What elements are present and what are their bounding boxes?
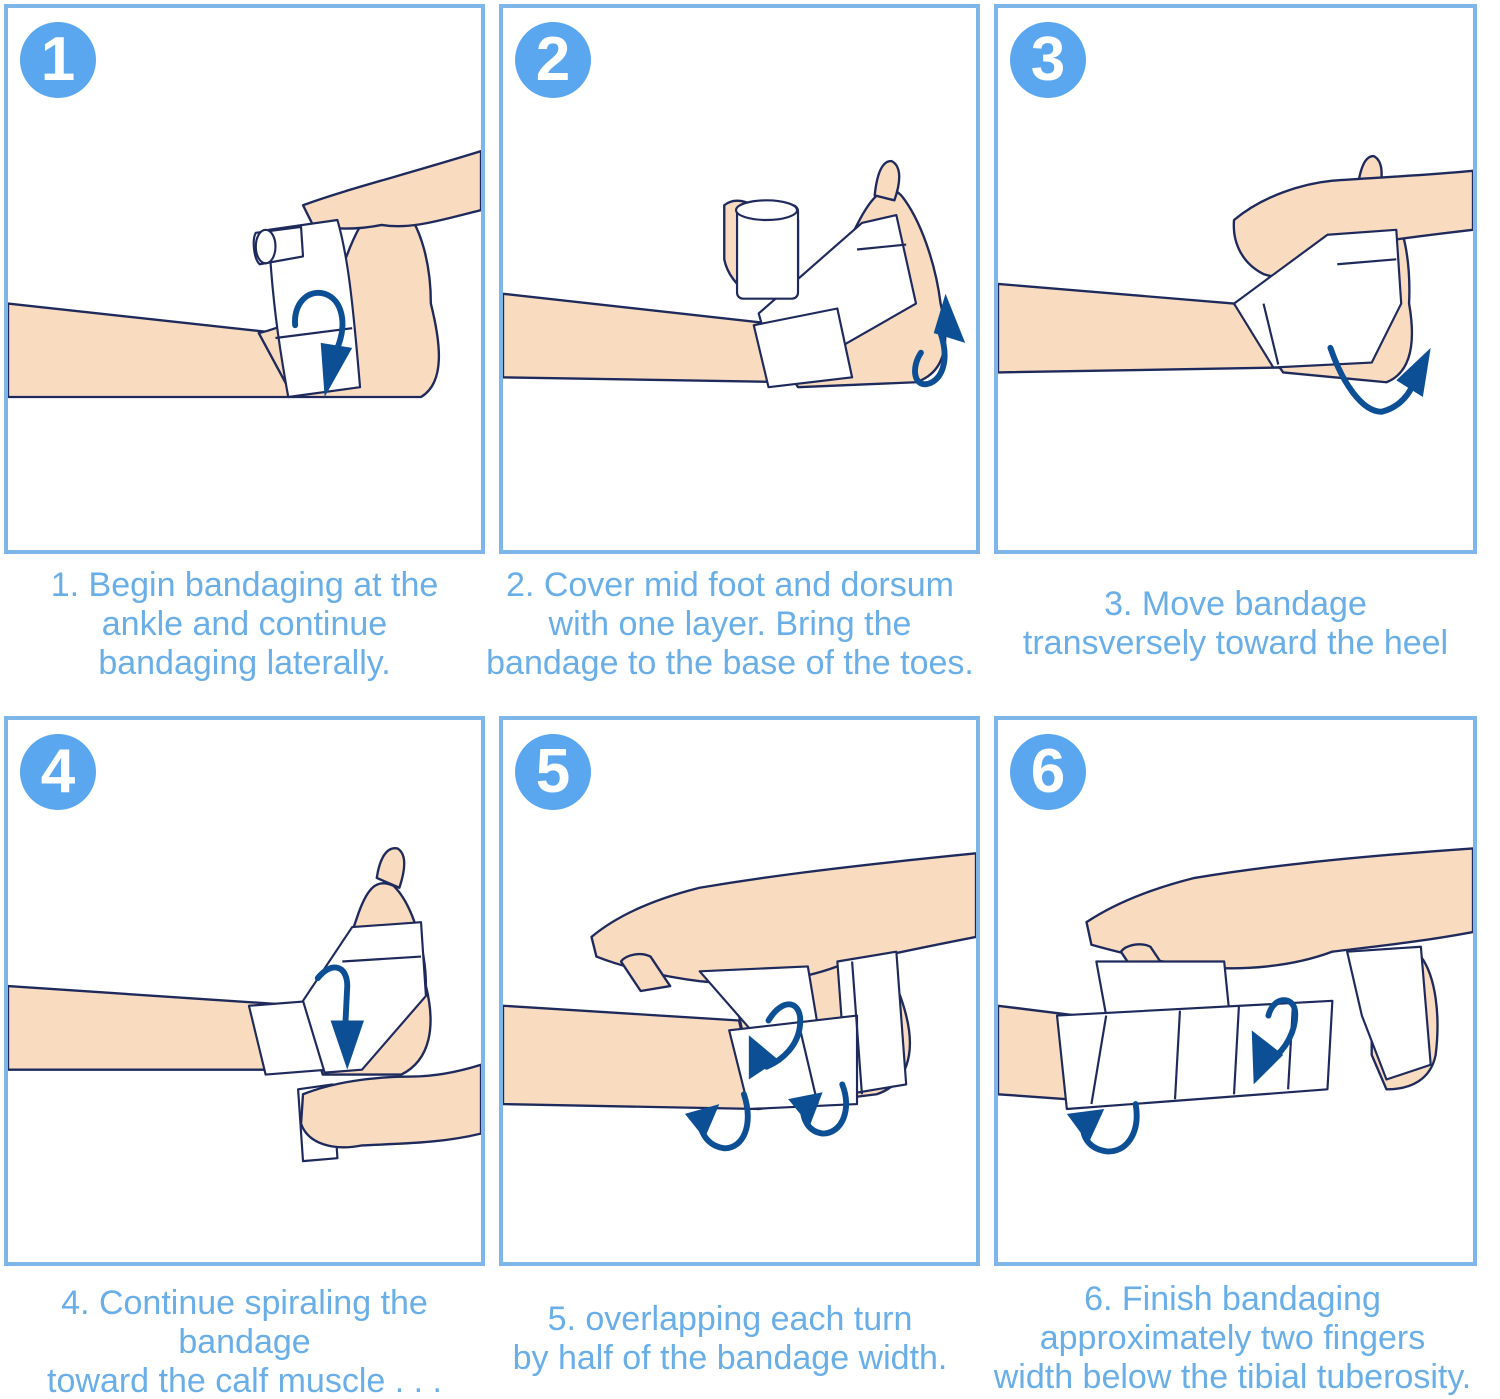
step-5-illustration bbox=[503, 852, 976, 1152]
caption-line: 5. overlapping each turn bbox=[547, 1300, 913, 1338]
caption-line: bandaging laterally. bbox=[98, 644, 391, 682]
step-5-caption: 5. overlapping each turn by half of the … bbox=[470, 1300, 990, 1378]
caption-line: approximately two fingers bbox=[1039, 1319, 1426, 1357]
step-6-panel: 6 bbox=[994, 716, 1477, 1266]
caption-line: transversely toward the heel bbox=[1022, 624, 1449, 662]
step-2-caption: 2. Cover mid foot and dorsum with one la… bbox=[460, 566, 1000, 683]
step-3-panel: 3 bbox=[994, 4, 1477, 554]
caption-line: ankle and continue bbox=[101, 605, 388, 643]
step-6-badge: 6 bbox=[1010, 734, 1086, 810]
caption-line: 3. Move bandage bbox=[1104, 585, 1367, 623]
step-6-illustration bbox=[998, 847, 1473, 1155]
step-5-panel: 5 bbox=[499, 716, 980, 1266]
step-3-caption: 3. Move bandage transversely toward the … bbox=[994, 585, 1477, 663]
caption-line: 1. Begin bandaging at the bbox=[50, 566, 439, 604]
caption-line: 4. Continue spiraling the bbox=[61, 1284, 428, 1322]
caption-line: by half of the bandage width. bbox=[512, 1339, 948, 1377]
step-4-badge: 4 bbox=[20, 734, 96, 810]
step-6-caption: 6. Finish bandaging approximately two fi… bbox=[965, 1280, 1500, 1397]
step-2-illustration bbox=[503, 159, 966, 389]
step-1-illustration bbox=[8, 149, 481, 399]
step-5-badge: 5 bbox=[515, 734, 591, 810]
step-4-illustration bbox=[8, 847, 481, 1163]
step-3-badge: 3 bbox=[1010, 22, 1086, 98]
step-2-badge: 2 bbox=[515, 22, 591, 98]
step-1-badge: 1 bbox=[20, 22, 96, 98]
step-1-panel: 1 bbox=[4, 4, 485, 554]
step-1-caption: 1. Begin bandaging at the ankle and cont… bbox=[4, 566, 485, 683]
caption-line: 6. Finish bandaging bbox=[1084, 1280, 1381, 1318]
step-4-panel: 4 bbox=[4, 716, 485, 1266]
step-4-caption: 4. Continue spiraling the bandage toward… bbox=[4, 1284, 485, 1399]
caption-line: 2. Cover mid foot and dorsum bbox=[506, 566, 954, 604]
caption-line: width below the tibial tuberosity. bbox=[993, 1358, 1472, 1396]
caption-line: bandage to the base of the toes. bbox=[486, 644, 974, 682]
step-2-panel: 2 bbox=[499, 4, 980, 554]
caption-line: toward the calf muscle . . . bbox=[47, 1362, 442, 1399]
step-3-illustration bbox=[998, 154, 1473, 415]
caption-line: bandage bbox=[178, 1323, 311, 1361]
caption-line: with one layer. Bring the bbox=[548, 605, 912, 643]
